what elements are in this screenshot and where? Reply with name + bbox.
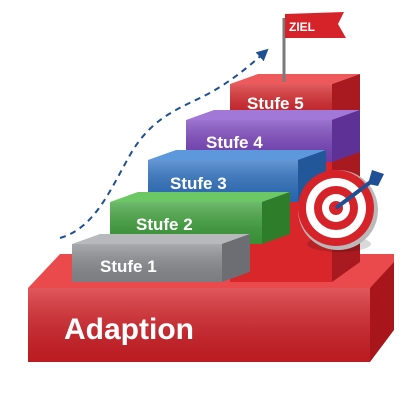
step-2-label: Stufe 2 — [136, 215, 193, 234]
step-5-label: Stufe 5 — [247, 94, 304, 113]
step-2-top-face — [110, 192, 290, 202]
base-side-face — [370, 262, 394, 362]
step-3-top-face — [148, 150, 326, 160]
step-4-side-face — [332, 110, 360, 162]
step-4-top-face — [186, 110, 360, 120]
dart-fletching — [368, 170, 384, 186]
flag-icon: ZIEL — [282, 12, 346, 82]
step-4-label: Stufe 4 — [206, 133, 263, 152]
steps-group: Stufe 5 Stufe 4 Stufe 3 Stufe 2 Stufe 1 — [72, 74, 360, 282]
flag-label: ZIEL — [289, 20, 315, 34]
step-1-side-face — [222, 234, 250, 282]
base-label: Adaption — [64, 313, 194, 346]
step-5: Stufe 5 — [230, 74, 360, 118]
step-2-side-face — [262, 192, 290, 244]
target-icon — [298, 170, 384, 252]
trend-arrow-icon — [59, 48, 269, 239]
step-5-side-face — [332, 74, 360, 118]
step-5-top-face — [230, 74, 360, 84]
step-1-top-face — [72, 234, 250, 244]
step-1: Stufe 1 — [72, 234, 250, 282]
base-shine — [28, 288, 370, 362]
step-1-shine — [72, 244, 222, 282]
step-3-label: Stufe 3 — [170, 174, 227, 193]
flag-cloth — [285, 12, 346, 38]
step-1-label: Stufe 1 — [100, 257, 157, 276]
